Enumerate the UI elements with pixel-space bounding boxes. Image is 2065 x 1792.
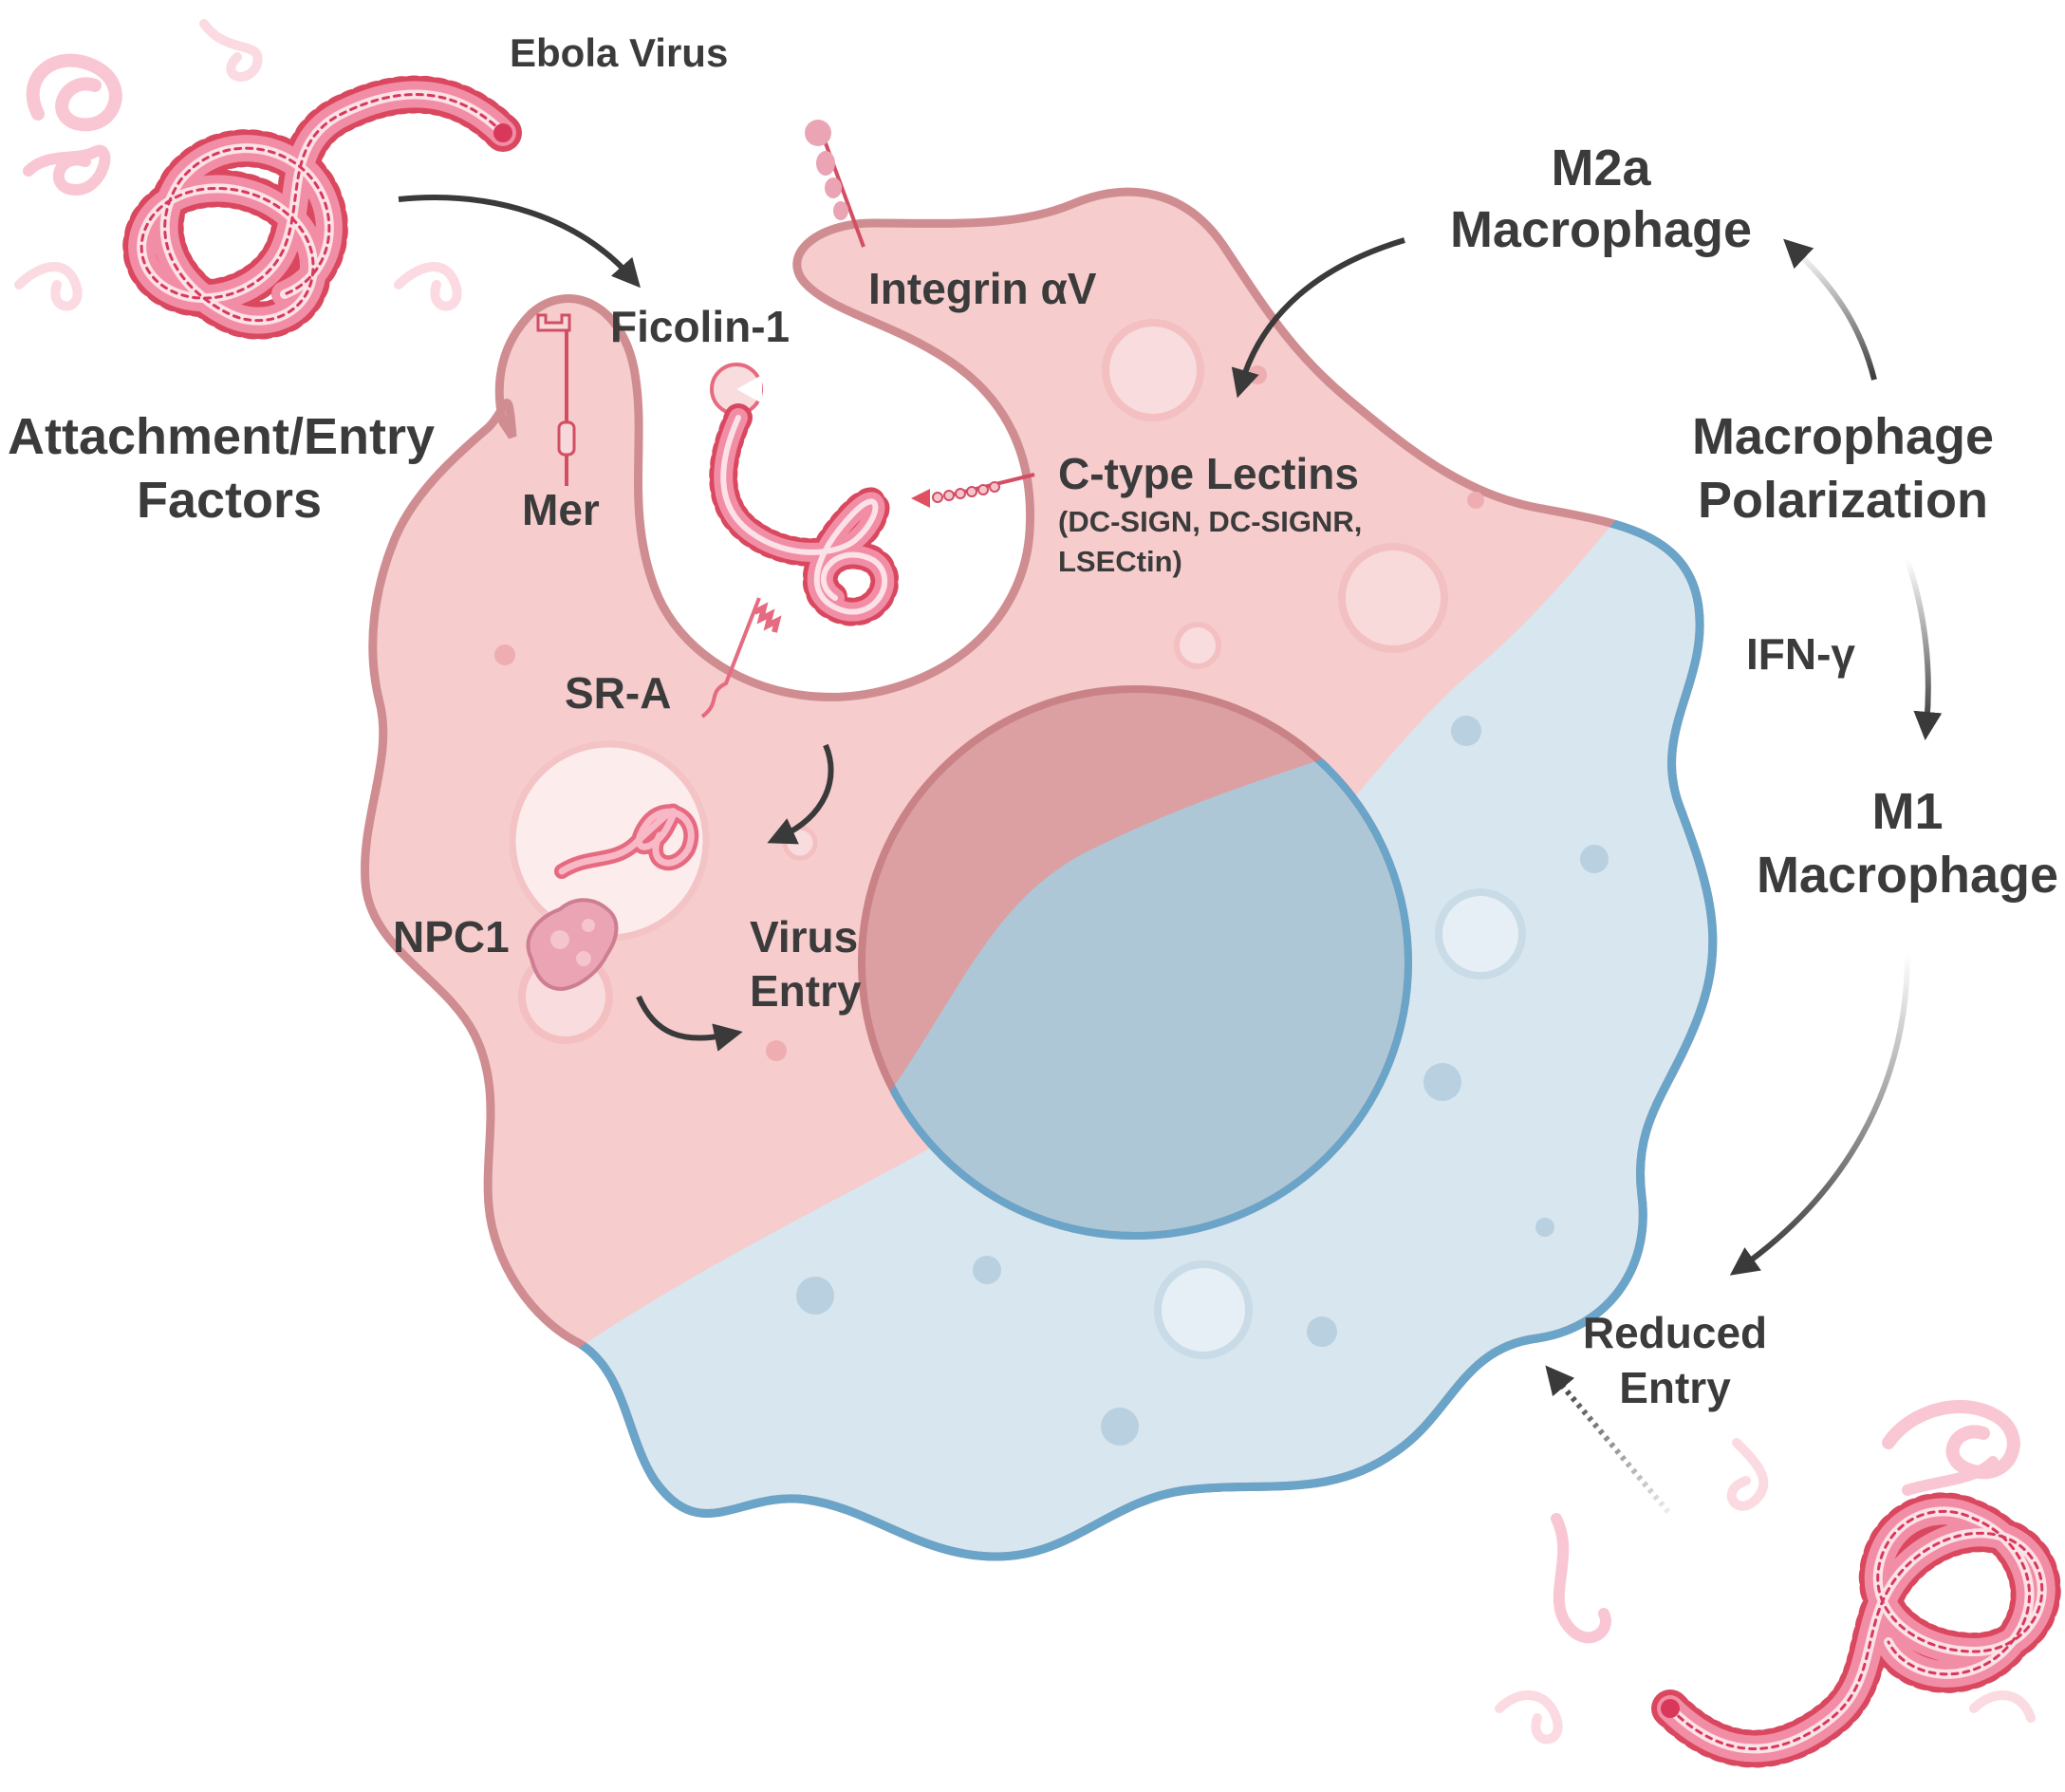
c-type-lectin-receptor xyxy=(911,473,1035,508)
m2a-to-cell-arrow xyxy=(1231,237,1405,399)
npc1-protein xyxy=(526,898,619,992)
integrin-receptor xyxy=(805,120,865,248)
macrophage-cell xyxy=(365,120,1803,1708)
reduced-entry-line2: Entry xyxy=(1619,1363,1731,1412)
reduced-entry-line1: Reduced xyxy=(1583,1308,1767,1357)
ficolin-label: Ficolin-1 xyxy=(610,302,790,351)
c-type-lectins-label: C-type Lectins xyxy=(1058,449,1359,498)
m1-label-line2: Macrophage xyxy=(1757,847,2058,904)
reduced-entry-dotted-arrow xyxy=(1545,1365,1671,1514)
ficolin-receptor xyxy=(710,363,763,416)
virus-entry-line1: Virus xyxy=(750,912,858,961)
mer-receptor xyxy=(536,313,576,486)
m2a-label-line1: M2a xyxy=(1551,140,1651,196)
npc1-label: NPC1 xyxy=(393,912,510,961)
ifn-gamma-label: IFN-γ xyxy=(1746,629,1855,679)
attachment-label-line1: Attachment/Entry xyxy=(8,408,435,465)
lectins-detail-line1: (DC-SIGN, DC-SIGNR, xyxy=(1058,505,1362,538)
ebola-virus-label: Ebola Virus xyxy=(510,30,728,75)
polarization-label-line1: Macrophage xyxy=(1692,408,1994,465)
arrows xyxy=(398,195,1943,1514)
polarization-to-m2a-arrow xyxy=(1783,238,1877,381)
sr-a-receptor xyxy=(700,597,782,719)
virus-entry-arrow xyxy=(636,995,743,1052)
entry-to-endosome-arrow xyxy=(767,743,834,845)
attachment-label-line2: Factors xyxy=(137,472,322,529)
polarization-label-line2: Polarization xyxy=(1698,472,1988,529)
labels: Ebola Virus Attachment/Entry Factors Fic… xyxy=(8,30,2058,1412)
m1-label-line1: M1 xyxy=(1871,783,1943,840)
m2a-label-line2: Macrophage xyxy=(1450,201,1752,258)
mer-label: Mer xyxy=(522,485,600,534)
polarization-to-m1-arrow xyxy=(1905,559,1943,740)
virus-to-cell-arrow xyxy=(398,195,641,289)
nucleus xyxy=(858,685,1412,1240)
sr-a-label: SR-A xyxy=(565,668,671,718)
ebola-virus-bottom-right xyxy=(1495,1400,2061,1768)
attaching-virus xyxy=(709,403,900,626)
ebola-virus-top-left xyxy=(14,19,522,340)
endosome xyxy=(509,740,710,992)
lectins-detail-line2: LSECtin) xyxy=(1058,545,1182,578)
virus-entry-line2: Entry xyxy=(750,966,862,1016)
m1-to-reduced-arrow xyxy=(1729,953,1910,1276)
integrin-label: Integrin αV xyxy=(868,264,1097,313)
vesicles xyxy=(494,319,1609,1446)
